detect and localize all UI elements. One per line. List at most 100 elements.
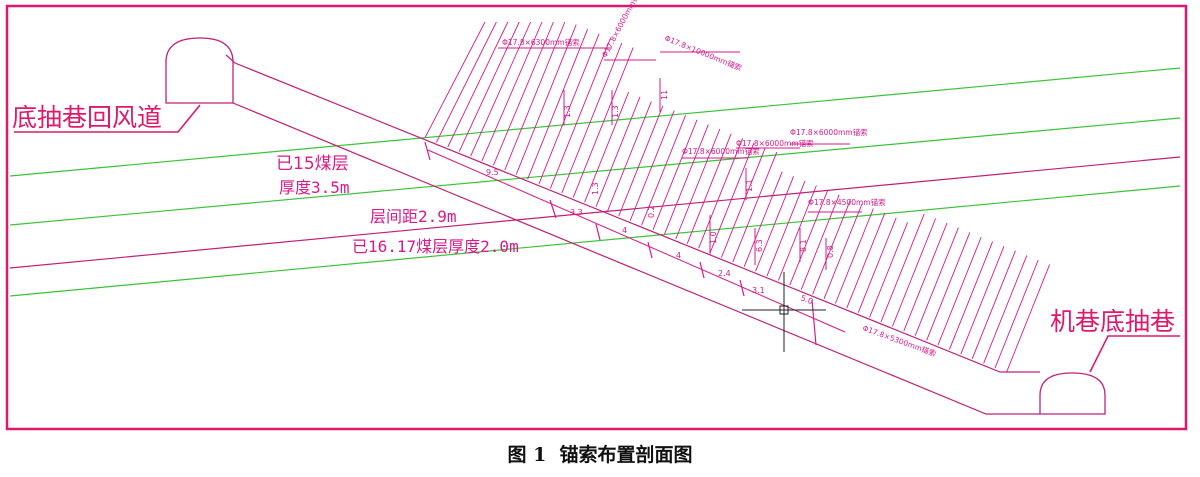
inclined-roadway-outline <box>165 37 1106 415</box>
anchor-cable <box>470 21 532 157</box>
anchor-cable <box>948 241 994 350</box>
dimension-label: 2.4 <box>718 269 731 278</box>
interlayer-label: 层间距2.9m <box>370 207 457 226</box>
seam1617-label: 已16.17煤层厚度2.0m <box>352 237 519 256</box>
anchor-cable <box>435 21 497 143</box>
anchor-cable <box>880 213 925 323</box>
anchor-cable <box>891 218 937 327</box>
anchor-cable <box>1005 264 1051 373</box>
seam-line <box>9 67 1181 177</box>
seam15-thickness-label: 厚度3.5m <box>279 178 350 197</box>
figure-title: 锚索布置剖面图 <box>559 444 693 466</box>
figure-number: 图 1 <box>507 444 547 466</box>
anchor-cable <box>641 115 687 226</box>
roadway-right-label: 机巷底抽巷 <box>1050 307 1175 336</box>
anchor-cable <box>857 217 897 313</box>
anchor-cable <box>584 92 630 203</box>
anchor-cable <box>994 259 1039 369</box>
anchor-cable-lines <box>424 21 1051 373</box>
anchor-cable <box>709 142 755 254</box>
seam15-name-label: 已15煤层 <box>276 154 349 174</box>
dimension-label: 3.1 <box>752 286 765 295</box>
dimension-label: 5.0 <box>799 293 814 306</box>
anchor-cable <box>834 208 874 304</box>
dimension-label: 0.8 <box>826 245 835 258</box>
anchor-cable <box>766 180 806 277</box>
anchor-cable <box>732 151 778 263</box>
drawing-frame <box>5 4 1188 431</box>
anchor-cable <box>652 119 698 230</box>
incline-bottom-edge <box>232 102 1040 415</box>
anchor-cable <box>983 255 1028 364</box>
anchor-cable <box>538 33 600 184</box>
dimension-label: 6.3 <box>755 239 764 252</box>
dimension-label: 1.3 <box>563 105 572 118</box>
anchor-cable <box>937 236 982 346</box>
dimension-label: 1.1 <box>745 179 754 192</box>
anchor-cable <box>914 227 959 336</box>
anchor-cable <box>869 222 909 318</box>
seam-line <box>9 117 1181 226</box>
cable-spec-label: Φ17.8×4500mm锚索 <box>808 197 886 207</box>
dimension-label: 1.3 <box>611 105 620 118</box>
anchor-cable <box>903 222 948 332</box>
cable-spec-label: Φ17.8×6000mm锚索 <box>790 127 868 137</box>
left-roadway-section <box>165 37 234 104</box>
anchor-cable <box>823 203 863 300</box>
anchor-cable <box>663 124 709 235</box>
anchor-cable <box>926 232 971 341</box>
anchor-cable <box>800 194 840 290</box>
anchor-cable <box>458 21 520 152</box>
anchor-cable <box>846 212 886 309</box>
anchor-cable <box>492 21 554 166</box>
anchor-cable <box>549 38 611 189</box>
cable-spec-label: Φ17.8×5300mm锚索 <box>861 322 938 358</box>
label-leader-lines <box>14 104 1180 373</box>
anchor-cable <box>561 42 623 194</box>
anchor-cable <box>675 128 721 240</box>
anchor-cable <box>777 185 817 281</box>
cable-spec-label: Φ17.8×10000mm锚索 <box>663 33 744 73</box>
cable-spec-label: Φ17.8×6000mm锚索 <box>599 0 644 59</box>
anchor-cable <box>572 47 634 198</box>
coal-seam-lines <box>9 67 1181 297</box>
anchor-cable <box>755 176 795 272</box>
anchor-cable <box>698 138 744 249</box>
anchor-cable <box>618 105 664 217</box>
right-roadway-section <box>1039 372 1106 415</box>
anchor-cable <box>686 133 732 244</box>
cable-spec-label: Φ17.8×6300mm锚索 <box>502 37 580 47</box>
anchor-cable <box>606 101 652 212</box>
incline-top-edge <box>225 54 1040 373</box>
crosshair-cursor <box>742 272 826 352</box>
roadway-left-label: 底抽巷回风道 <box>12 103 162 132</box>
dimension-label: 0.2 <box>647 205 656 218</box>
dimension-lines <box>424 47 862 346</box>
figure-caption: 图 1 锚索布置剖面图 <box>0 438 1200 472</box>
anchor-cable <box>504 21 566 171</box>
anchor-cable <box>629 110 675 221</box>
anchor-cable <box>812 199 852 295</box>
dimension-label: 4 <box>622 226 627 235</box>
dimension-label: 4 <box>676 251 681 260</box>
anchor-cable <box>720 147 766 258</box>
anchor-cable <box>424 21 486 138</box>
anchor-cable <box>595 96 641 207</box>
cable-spec-label: Φ17.8×6000mm锚索 <box>682 146 760 156</box>
seam-line <box>9 185 1181 297</box>
dimension-label: 1.3 <box>591 182 600 195</box>
dimension-label: 3.3 <box>570 208 583 217</box>
seam-line <box>9 156 1181 269</box>
anchor-cable <box>481 21 543 161</box>
anchor-cable <box>789 189 829 286</box>
dimension-label: 9.5 <box>486 168 499 177</box>
anchor-cable <box>960 246 1005 355</box>
anchor-cable <box>743 171 783 267</box>
anchor-cable <box>515 24 577 175</box>
anchor-cable <box>447 21 509 148</box>
anchor-cable <box>527 29 589 180</box>
dimension-label: 1.0 <box>709 231 718 244</box>
dimension-label: 11 <box>660 90 669 100</box>
cable-spec-label: Φ17.8×6000mm锚索 <box>736 138 814 148</box>
